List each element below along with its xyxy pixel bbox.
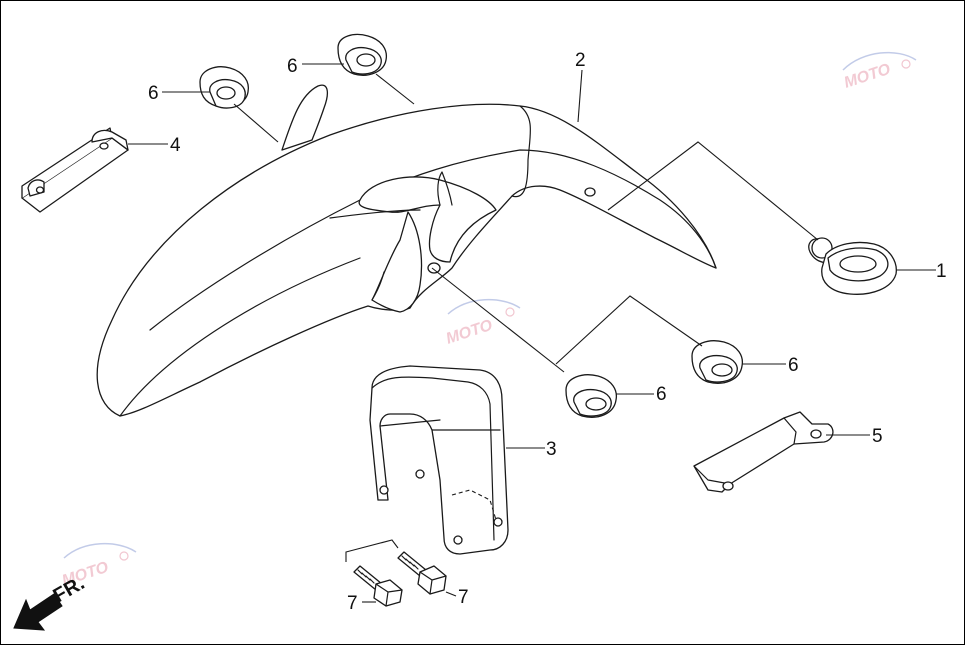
leader-lines [128,63,936,603]
label-part-2: 2 [575,50,586,71]
label-part-4: 4 [170,135,181,156]
bolt-7-left [353,565,403,607]
label-part-5: 5 [872,426,883,447]
reflector-bracket [21,127,129,213]
label-part-7-right: 7 [458,587,469,608]
label-part-6-center: 6 [656,384,667,405]
front-fender [96,84,717,417]
grommet-6-left [199,66,250,109]
label-part-3: 3 [546,439,557,460]
label-part-6-top: 6 [287,56,298,77]
bolt-7-right [397,551,447,595]
label-part-6-left: 6 [148,83,159,104]
label-part-7-left: 7 [347,593,358,614]
front-direction-indicator: FR. [13,572,88,631]
watermark-text: MOTO [444,317,495,348]
label-part-6-right: 6 [788,355,799,376]
grommet-6-top [337,33,388,76]
brake-hose-bracket [693,411,834,493]
label-part-1: 1 [936,261,947,282]
fender-brace [369,365,509,555]
watermark-top-right: MOTO [842,51,917,92]
grommet-6-right [691,340,744,384]
watermark-text: MOTO [842,61,893,92]
fender-clip [808,237,897,295]
direction-arrow-icon [13,593,63,631]
grommet-6-center [565,374,618,418]
